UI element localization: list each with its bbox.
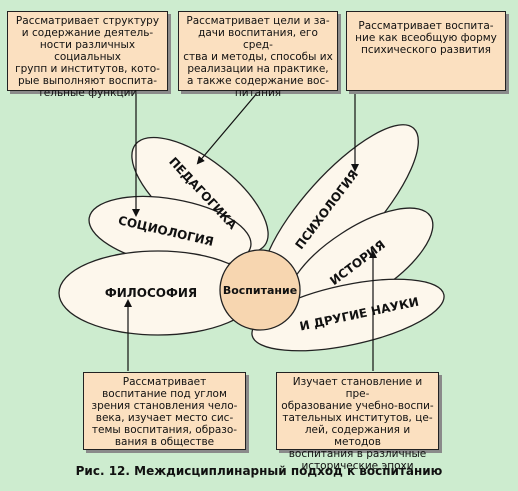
center-circle (219, 249, 301, 331)
petal-other (251, 278, 445, 352)
center-label: Воспитание (223, 284, 297, 297)
box-pedagogy-description: Рассматривает цели и за- дачи воспитания… (178, 11, 338, 99)
box-sociology-description: Рассматривает структуру и содержание дея… (7, 11, 168, 99)
arrow-pedagogy (196, 91, 259, 165)
box-history-description: Изучает становление и пре- образование у… (276, 372, 439, 472)
box-philosophy-description: Рассматривает воспитание под углом зрени… (83, 372, 246, 450)
box-psychology-description: Рассматривает воспита- ние как всеобщую … (346, 11, 506, 91)
figure-caption: Рис. 12. Междисциплинарный подход к восп… (75, 464, 443, 478)
label-philosophy: ФИЛОСОФИЯ (105, 286, 197, 300)
